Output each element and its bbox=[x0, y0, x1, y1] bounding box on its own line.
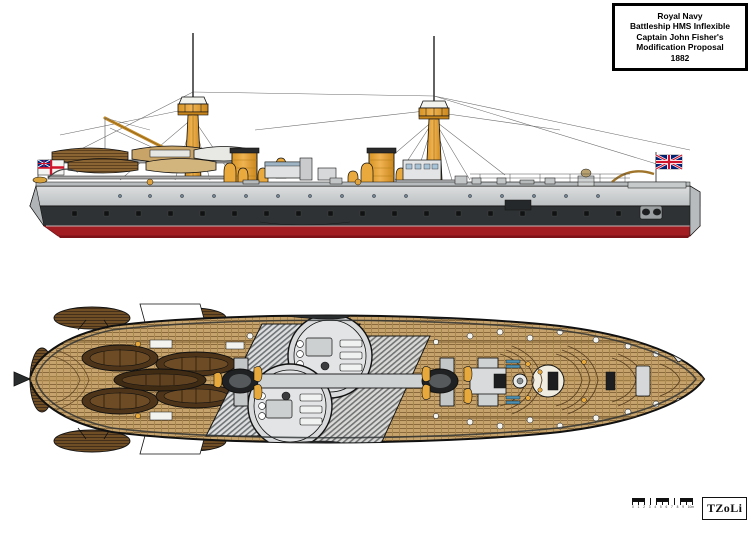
title-line-year: 1882 bbox=[670, 52, 690, 63]
scale-tick-label: 6 bbox=[665, 505, 668, 509]
scale-tick-label: 0 bbox=[632, 505, 634, 509]
scale-tick-label: 10m bbox=[687, 505, 694, 509]
stowed-boats-group bbox=[47, 145, 255, 180]
scale-tick-label: 4 bbox=[654, 505, 657, 509]
overhead-plan-view bbox=[0, 296, 755, 496]
scale-tick-label: 2 bbox=[643, 505, 645, 509]
anchor-assembly bbox=[639, 205, 663, 220]
stern-section bbox=[29, 159, 79, 227]
white-ensign-flag bbox=[37, 159, 65, 176]
scale-bar-labels: 0 1 2 3 4 5 6 7 8 9 10m bbox=[632, 505, 694, 509]
forward-mast bbox=[418, 36, 450, 181]
stern-spur bbox=[13, 371, 31, 387]
title-block-inner: Royal Navy Battleship HMS Inflexible Cap… bbox=[614, 5, 746, 69]
scale-tick-label: 8 bbox=[676, 505, 679, 509]
davit-boat bbox=[53, 429, 131, 453]
hull-gunports bbox=[71, 210, 622, 217]
stowed-boat bbox=[145, 158, 217, 174]
artist-signature-text: TZoLi bbox=[707, 501, 743, 515]
scale-tick-label: 5 bbox=[659, 505, 662, 509]
starboard-side-profile-view bbox=[29, 33, 701, 238]
scale-tick-label: 1 bbox=[637, 505, 640, 509]
scale-tick-label: 7 bbox=[671, 505, 673, 509]
title-line-navy: Royal Navy bbox=[657, 10, 703, 21]
forward-fighting-top bbox=[418, 100, 450, 120]
davit-boat bbox=[53, 306, 131, 330]
capstan bbox=[512, 373, 528, 389]
title-line-ship: Battleship HMS Inflexible bbox=[629, 21, 731, 32]
scale-tick-label: 3 bbox=[648, 505, 651, 509]
bow-section bbox=[577, 152, 701, 237]
echelon-turret-citadel bbox=[205, 315, 565, 443]
title-block: Royal Navy Battleship HMS Inflexible Cap… bbox=[612, 3, 748, 71]
stern-deck-group bbox=[51, 339, 245, 421]
scale-tick-label: 9 bbox=[682, 505, 684, 509]
scale-bar: 0 1 2 3 4 5 6 7 8 9 10m bbox=[632, 498, 694, 514]
aft-fighting-top bbox=[177, 96, 209, 116]
hull bbox=[29, 181, 701, 238]
ventilator-plan bbox=[213, 366, 473, 404]
stowed-boat bbox=[67, 158, 139, 174]
title-line-proposal: Modification Proposal bbox=[636, 42, 724, 53]
deck-fittings bbox=[146, 175, 556, 211]
artist-signature: TZoLi bbox=[702, 497, 748, 520]
stern-stowed-boats bbox=[81, 344, 237, 415]
hull-scuttles bbox=[118, 194, 600, 198]
union-jack-flag bbox=[655, 153, 683, 171]
title-line-captain: Captain John Fisher's bbox=[636, 31, 724, 42]
funnel-plan bbox=[221, 368, 459, 394]
